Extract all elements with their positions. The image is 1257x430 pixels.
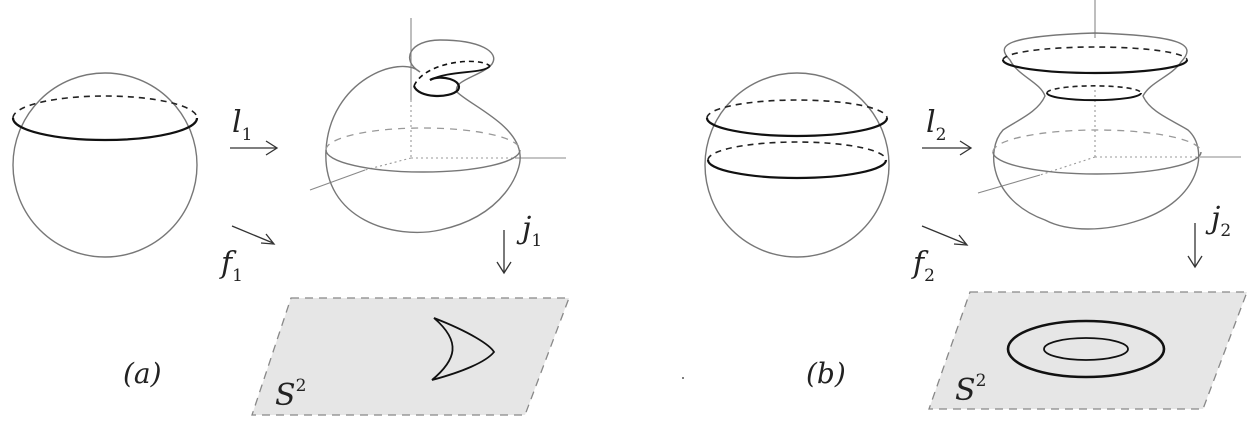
inner-fold-curve-b (1043, 337, 1129, 361)
panel-b: l2 f2 (704, 0, 1248, 410)
panel-label-b: (b) (806, 357, 846, 390)
arrow-f-a (231, 225, 276, 245)
stray-dot (682, 377, 684, 379)
arrow-j-a (496, 230, 512, 275)
folded-sphere-a (309, 18, 566, 234)
label-f-a: f1 (219, 246, 243, 286)
plane-a: S2 (251, 297, 570, 416)
plane-b: S2 (928, 291, 1248, 410)
plane-label-a: S2 (275, 376, 306, 413)
source-sphere-a (11, 72, 199, 258)
circle-front-a (11, 117, 199, 142)
arrow-j-b (1187, 223, 1203, 269)
panel-a: l1 f1 (11, 18, 570, 416)
label-f-b: f2 (911, 246, 935, 286)
necked-sphere-b (977, 0, 1241, 230)
label-l-a: l1 (232, 105, 252, 145)
arrow-l-b (922, 140, 973, 156)
circle-back-dashed-a (12, 95, 198, 119)
cusp-curve-a (431, 317, 496, 381)
arrow-f-b (921, 225, 969, 246)
arrow-l-a (230, 140, 279, 156)
label-l-b: l2 (926, 105, 946, 145)
plane-label-b: S2 (955, 371, 986, 408)
outer-fold-curve-b (1006, 319, 1166, 379)
label-j-b: j2 (1205, 201, 1231, 241)
panel-label-a: (a) (123, 357, 162, 390)
label-j-a: j1 (516, 211, 542, 251)
source-sphere-b (704, 72, 890, 258)
